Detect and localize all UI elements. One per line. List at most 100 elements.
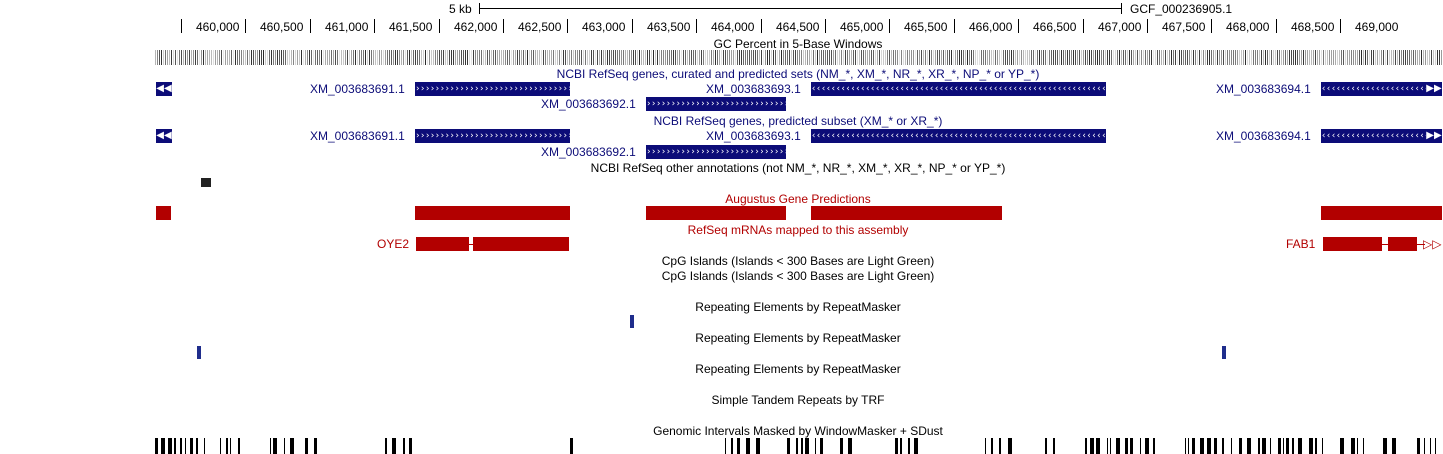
gene-label-xm694[interactable]: XM_003683694.1: [1216, 129, 1311, 143]
augustus-prediction[interactable]: [1321, 206, 1442, 220]
ruler-tick: [245, 19, 246, 33]
gene-xm693[interactable]: ‹‹‹‹‹‹‹‹‹‹‹‹‹‹‹‹‹‹‹‹‹‹‹‹‹‹‹‹‹‹‹‹‹‹‹‹‹‹‹‹…: [811, 129, 1106, 143]
gc-window: [401, 50, 402, 65]
mrna-label-fab1[interactable]: FAB1: [1286, 237, 1316, 251]
gc-window: [1139, 50, 1140, 65]
gene-xm693[interactable]: ‹‹‹‹‹‹‹‹‹‹‹‹‹‹‹‹‹‹‹‹‹‹‹‹‹‹‹‹‹‹‹‹‹‹‹‹‹‹‹‹…: [811, 82, 1106, 96]
double-left-arrow-icon[interactable]: ◀◀: [156, 82, 172, 96]
masked-interval: [1096, 438, 1100, 454]
gc-window: [1299, 50, 1300, 65]
gene-label-xm693[interactable]: XM_003683693.1: [706, 82, 801, 96]
mrna-label-oye2[interactable]: OYE2: [377, 237, 410, 251]
gene-xm691[interactable]: ›››››››››››››››››››››››››››››››››››: [415, 82, 570, 96]
gc-window: [473, 50, 474, 65]
gc-window: [853, 50, 854, 65]
gc-window: [1163, 50, 1164, 65]
double-right-arrow-icon[interactable]: ▶▶: [1426, 82, 1442, 96]
masked-interval: [1322, 438, 1323, 454]
gc-window: [1211, 50, 1212, 65]
ruler-tick-label: 468,000: [1226, 20, 1270, 34]
gc-window: [1431, 50, 1432, 65]
gc-window: [733, 50, 734, 65]
gc-window: [1069, 50, 1070, 65]
gene-label-xm691[interactable]: XM_003683691.1: [310, 129, 405, 143]
gc-window: [1389, 50, 1390, 65]
gc-window: [531, 50, 532, 65]
gc-window: [157, 50, 158, 65]
gene-label-xm692[interactable]: XM_003683692.1: [541, 145, 636, 159]
gc-window: [799, 50, 800, 65]
gc-window: [1261, 50, 1262, 65]
gc-window: [179, 50, 180, 65]
gc-window: [1341, 50, 1342, 65]
gene-xm694[interactable]: ‹‹‹‹‹‹‹‹‹‹‹‹‹‹‹‹‹‹‹‹‹‹‹‹‹‹‹‹: [1321, 82, 1442, 96]
gc-window: [171, 50, 172, 65]
masked-interval: [805, 438, 809, 454]
gc-window: [1029, 50, 1030, 65]
gene-xm692[interactable]: ››››››››››››››››››››››››››››››››: [646, 97, 786, 111]
mrna-fab1-exon[interactable]: [1388, 237, 1417, 251]
gc-window: [1319, 50, 1320, 65]
gc-window: [951, 50, 952, 65]
gc-window: [789, 50, 790, 65]
gc-window: [649, 50, 650, 65]
masked-interval: [385, 438, 387, 454]
gene-label-xm691[interactable]: XM_003683691.1: [310, 82, 405, 96]
gc-window: [1133, 50, 1134, 65]
gc-window: [465, 50, 466, 65]
gc-window: [945, 50, 946, 65]
ruler-tick-label: 467,000: [1098, 20, 1142, 34]
gc-percent-track[interactable]: [155, 50, 1442, 65]
gc-window: [889, 50, 890, 65]
gc-window: [485, 50, 486, 65]
gc-window: [681, 50, 682, 65]
windowmasker-track[interactable]: [155, 438, 1442, 454]
gc-window: [461, 50, 462, 65]
mrna-oye2-exon[interactable]: [473, 237, 569, 251]
gc-window: [433, 50, 434, 65]
gene-label-xm694[interactable]: XM_003683694.1: [1216, 82, 1311, 96]
double-left-arrow-icon[interactable]: ◀◀: [156, 129, 172, 143]
repeat-element[interactable]: [1222, 346, 1226, 359]
gc-window: [1077, 50, 1078, 65]
gc-window: [1057, 50, 1058, 65]
gc-window: [791, 50, 792, 65]
masked-interval: [1430, 438, 1431, 454]
refseq-other-feature[interactable]: [201, 178, 211, 187]
repeat-element[interactable]: [197, 346, 201, 359]
gc-window: [1131, 50, 1132, 65]
double-right-arrow-icon[interactable]: ▶▶: [1426, 129, 1442, 143]
gc-window: [1245, 50, 1246, 65]
gc-window: [979, 50, 980, 65]
augustus-prediction[interactable]: [646, 206, 786, 220]
augustus-prediction[interactable]: [156, 206, 171, 220]
windowmasker-track-title: Genomic Intervals Masked by WindowMasker…: [653, 424, 943, 438]
gene-xm691[interactable]: ›››››››››››››››››››››››››››››››››››: [415, 129, 570, 143]
ruler-tick-label: 466,500: [1033, 20, 1077, 34]
gc-window: [1385, 50, 1386, 65]
masked-interval: [756, 438, 760, 454]
masked-interval: [1116, 438, 1120, 454]
augustus-prediction[interactable]: [811, 206, 1002, 220]
gc-window: [707, 50, 708, 65]
masked-interval: [820, 438, 823, 454]
ruler-tick: [503, 19, 504, 33]
gc-window: [1359, 50, 1360, 65]
gc-window: [1429, 50, 1430, 65]
repeat-element[interactable]: [630, 315, 634, 328]
gc-window: [155, 50, 156, 65]
gene-xm694[interactable]: ‹‹‹‹‹‹‹‹‹‹‹‹‹‹‹‹‹‹‹‹‹‹‹‹‹‹‹‹: [1321, 129, 1442, 143]
gene-xm692[interactable]: ››››››››››››››››››››››››››››››››: [646, 145, 786, 159]
gc-window: [167, 50, 168, 65]
gc-window: [1203, 50, 1204, 65]
augustus-prediction[interactable]: [415, 206, 570, 220]
mrna-fab1-exon[interactable]: [1323, 237, 1382, 251]
gc-window: [655, 50, 656, 65]
gene-label-xm692[interactable]: XM_003683692.1: [541, 97, 636, 111]
gene-label-xm693[interactable]: XM_003683693.1: [706, 129, 801, 143]
gc-window: [1175, 50, 1176, 65]
masked-interval: [900, 438, 902, 454]
gc-window: [1231, 50, 1232, 65]
mrna-oye2-exon[interactable]: [416, 237, 469, 251]
